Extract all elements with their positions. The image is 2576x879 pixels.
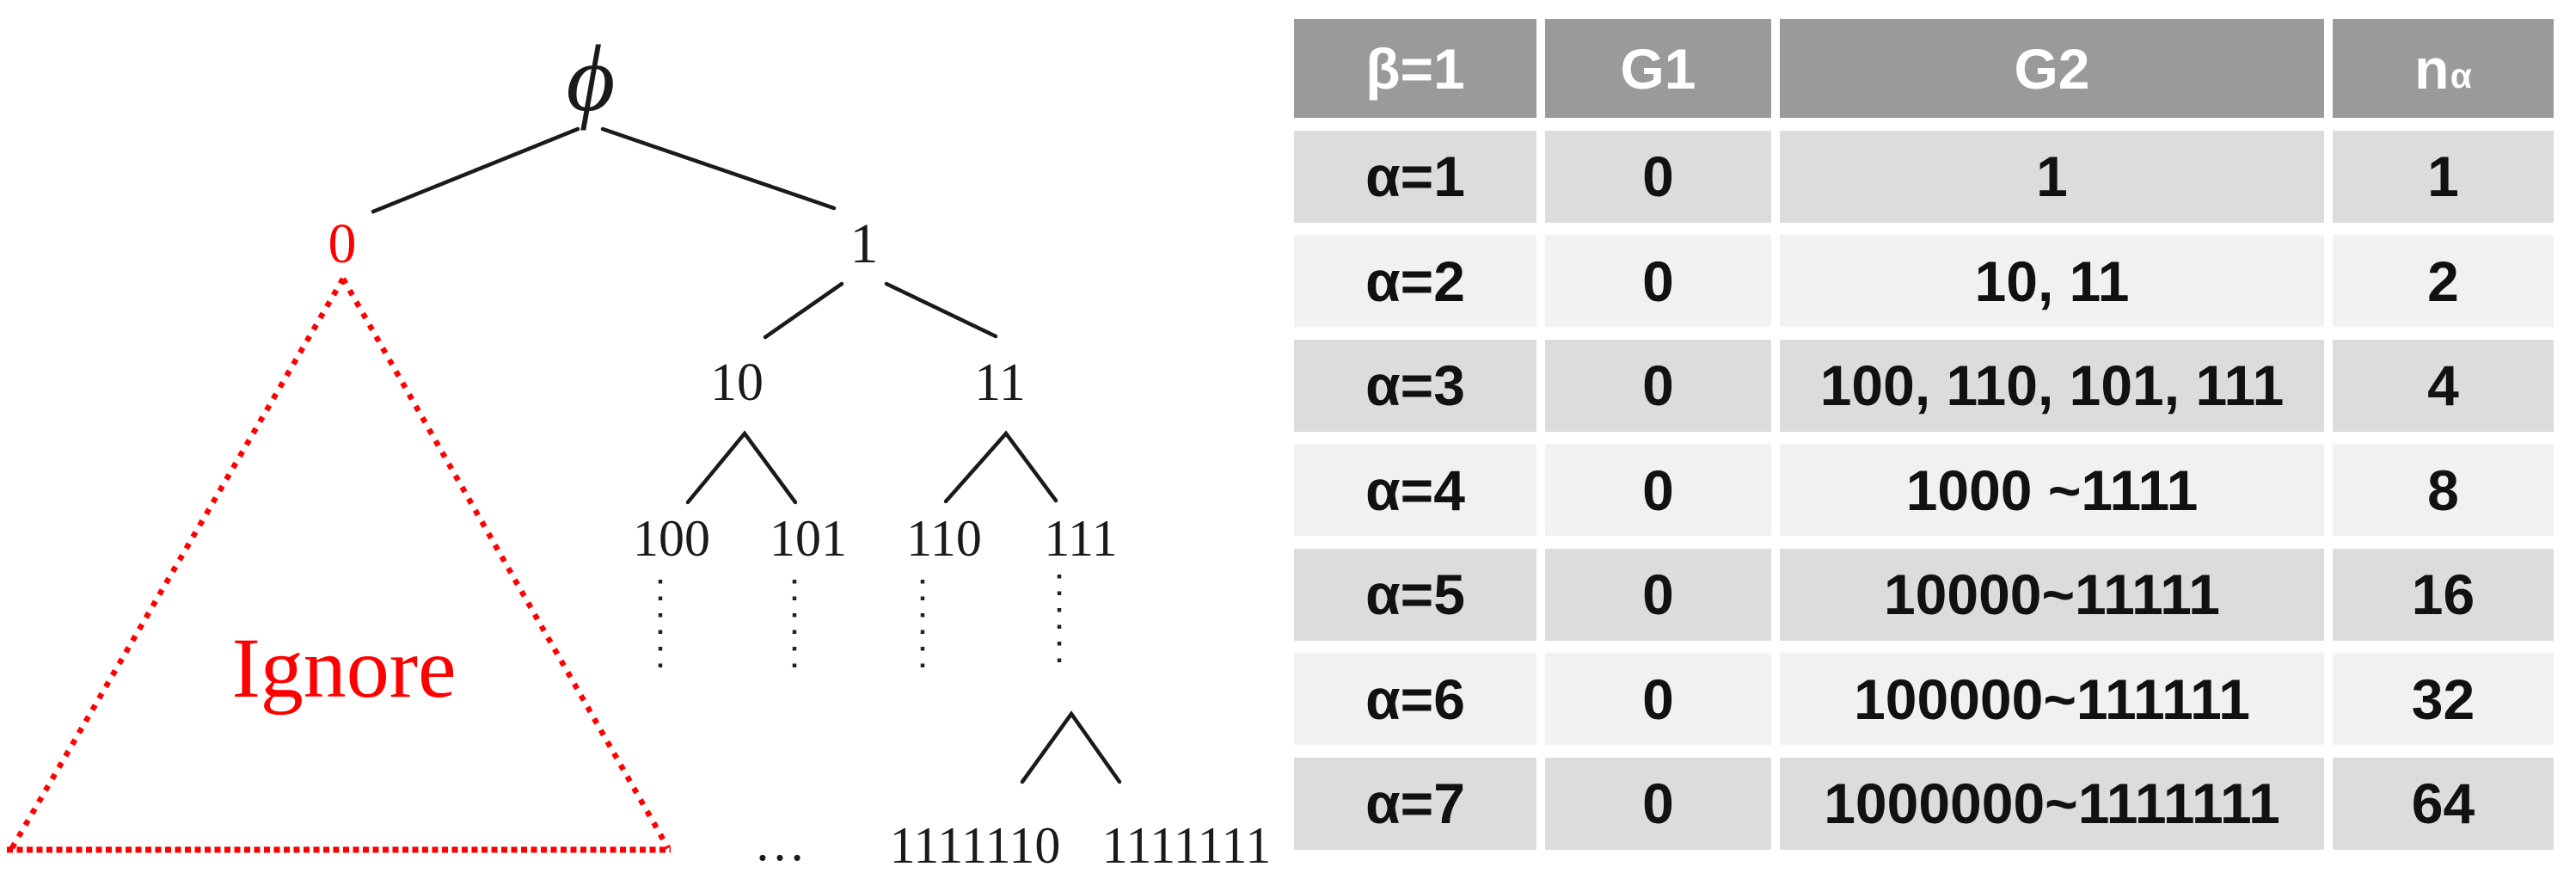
cell-n-4: 8 [2333, 444, 2554, 536]
cell-n-1: 1 [2333, 130, 2554, 223]
cell-n-7: 64 [2333, 757, 2554, 850]
edge-caret-under-10 [685, 430, 798, 505]
edge-1-to-11 [884, 281, 998, 339]
tree-node-1111110-label: 1111110 [890, 817, 1061, 874]
tree-node-11-label: 11 [974, 353, 1026, 412]
cell-n-3: 4 [2333, 339, 2554, 432]
cell-n-2: 2 [2333, 235, 2554, 327]
cell-alpha-6: α=6 [1294, 653, 1536, 745]
ignore-triangle-left-side [9, 277, 346, 850]
cell-g2-2: 10, 11 [1780, 235, 2324, 327]
cell-alpha-7: α=7 [1294, 757, 1536, 850]
cell-alpha-1: α=1 [1294, 130, 1536, 223]
tree-node-10-label: 10 [710, 353, 764, 412]
binary-tree-diagram: ϕ 0 1 10 11 100 101 110 111 … 1111110 11… [7, 26, 1272, 874]
tree-ellipsis-label: … [754, 814, 806, 871]
tree-node-1111111-label: 1111111 [1102, 817, 1272, 874]
cell-n-6: 32 [2333, 653, 2554, 745]
header-g1: G1 [1545, 19, 1771, 118]
tree-node-1-label: 1 [850, 212, 879, 275]
edge-root-to-0 [371, 126, 580, 214]
cell-g1-6: 0 [1545, 653, 1771, 745]
tree-node-0-label: 0 [328, 212, 357, 275]
cell-g1-5: 0 [1545, 548, 1771, 641]
tree-node-111-label: 111 [1044, 510, 1118, 567]
tree-node-110-label: 110 [906, 510, 982, 567]
ignore-triangle-right-side [340, 277, 671, 850]
cell-g2-3: 100, 110, 101, 111 [1780, 339, 2324, 432]
cell-g1-7: 0 [1545, 757, 1771, 850]
cell-g1-1: 0 [1545, 130, 1771, 223]
ignore-label: Ignore [232, 620, 457, 716]
tree-node-101-label: 101 [770, 510, 847, 567]
cell-n-5: 16 [2333, 548, 2554, 641]
edge-root-to-1 [600, 126, 837, 211]
cell-g2-1: 1 [1780, 130, 2324, 223]
cell-g1-4: 0 [1545, 444, 1771, 536]
cell-g2-6: 100000~111111 [1780, 653, 2324, 745]
header-g2: G2 [1780, 19, 2324, 118]
edge-1-to-10 [763, 281, 844, 340]
cell-g1-2: 0 [1545, 235, 1771, 327]
cell-g2-7: 1000000~1111111 [1780, 757, 2324, 850]
cell-alpha-3: α=3 [1294, 339, 1536, 432]
header-n-subscript: α [2450, 56, 2472, 95]
cell-g2-5: 10000~11111 [1780, 548, 2324, 641]
header-beta: β=1 [1294, 19, 1536, 118]
cell-alpha-5: α=5 [1294, 548, 1536, 641]
edge-caret-above-leaves [1020, 710, 1122, 784]
header-n-base: n [2414, 36, 2450, 101]
cell-g1-3: 0 [1545, 339, 1771, 432]
cell-g2-4: 1000 ~1111 [1780, 444, 2324, 536]
cell-alpha-2: α=2 [1294, 235, 1536, 327]
edge-caret-under-11 [943, 430, 1058, 504]
tree-root-phi-label: ϕ [567, 26, 616, 131]
cell-alpha-4: α=4 [1294, 444, 1536, 536]
tree-node-100-label: 100 [633, 510, 710, 567]
